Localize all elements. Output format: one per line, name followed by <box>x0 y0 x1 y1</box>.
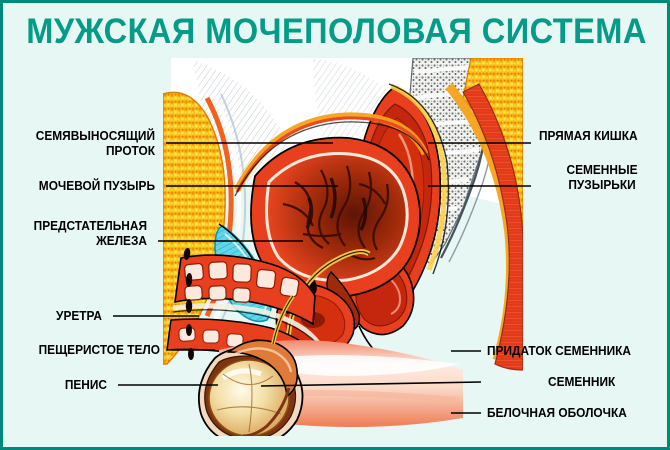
epididymis-highlight <box>234 347 293 373</box>
urethra-channel <box>172 303 322 346</box>
page-title: МУЖСКАЯ МОЧЕПОЛОВАЯ СИСТЕМА <box>26 12 647 51</box>
peritoneum-arc <box>235 116 429 193</box>
label-epididymis[interactable]: ПРИДАТОК СЕМЕННИКА <box>487 344 631 358</box>
sketch-shading-mid <box>313 58 413 158</box>
label-urethra[interactable]: УРЕТРА <box>56 309 102 323</box>
corpus-cavernosum <box>174 254 316 326</box>
gluteal-muscle <box>462 83 523 371</box>
label-prostate[interactable]: ПРЕДСТАТЕЛЬНАЯ ЖЕЛЕЗА <box>33 219 148 248</box>
label-vas-deferens[interactable]: СЕМЯВЫНОСЯЩИЙ ПРОТОК <box>35 129 156 158</box>
label-bladder[interactable]: МОЧЕВОЙ ПУЗЫРЬ <box>38 179 155 193</box>
shaft-highlight <box>273 355 459 376</box>
urethra-lumen-marks <box>183 248 194 360</box>
label-corpus-cavernosum[interactable]: ПЕЩЕРИСТОЕ ТЕЛО <box>38 343 161 357</box>
urethra-outline <box>172 309 322 349</box>
anatomy-svg <box>163 58 523 436</box>
label-seminal-vesicles[interactable]: СЕМЕННЫЕ ПУЗЫРЬКИ <box>566 163 638 192</box>
label-penis[interactable]: ПЕНИС <box>64 378 107 392</box>
spermatic-cord-outline <box>272 295 294 345</box>
peritoneum-outline <box>234 121 430 197</box>
epididymis-tail <box>242 387 291 436</box>
label-rectum[interactable]: ПРЯМАЯ КИШКА <box>539 129 638 143</box>
testicle-group <box>197 339 304 436</box>
label-testicle[interactable]: СЕМЕННИК <box>548 375 616 389</box>
label-tunica-albuginea[interactable]: БЕЛОЧНАЯ ОБОЛОЧКА <box>487 406 627 420</box>
anatomy-illustration <box>163 58 523 436</box>
